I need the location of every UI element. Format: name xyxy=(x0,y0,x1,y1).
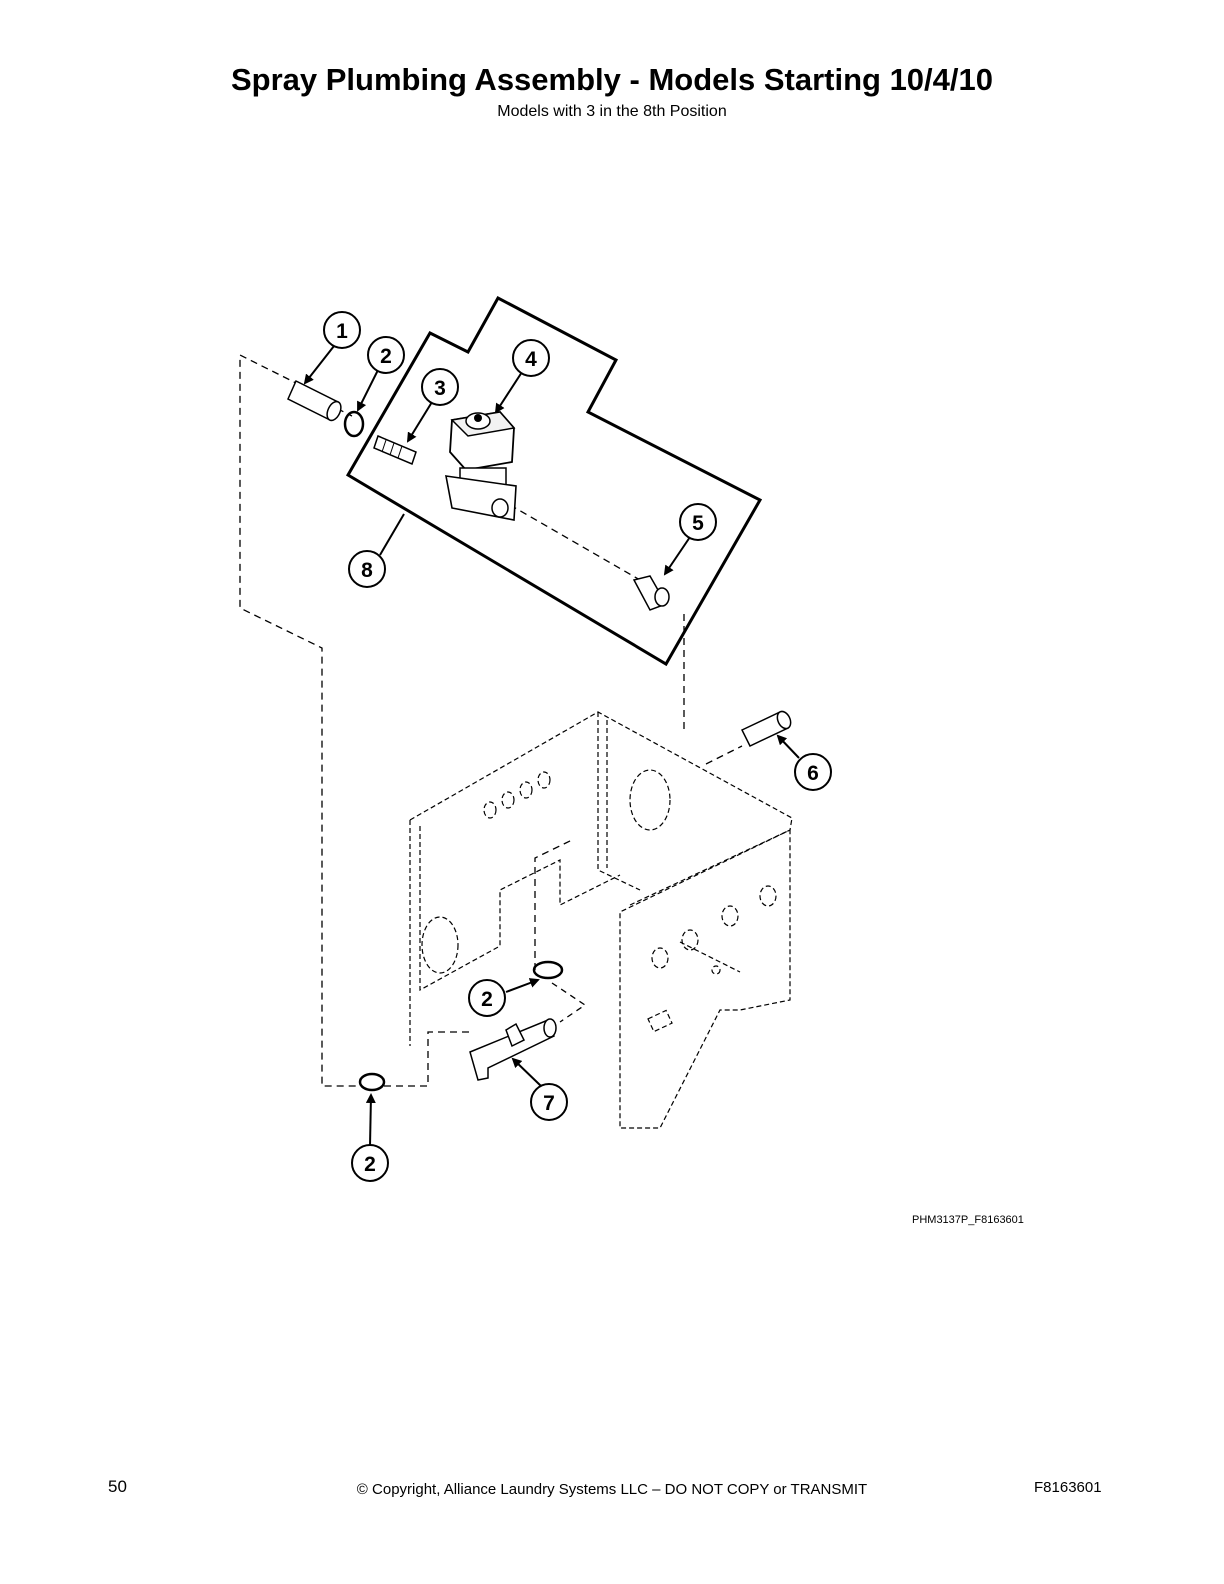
page-number: 50 xyxy=(108,1477,127,1496)
hose-clamp-part xyxy=(358,1072,386,1092)
svg-text:2: 2 xyxy=(364,1153,376,1176)
callout-2: 2 xyxy=(468,979,506,1017)
hose-route-bottom xyxy=(384,1031,470,1087)
mounting-bracket xyxy=(409,711,793,1129)
callout-5: 5 xyxy=(679,503,717,541)
callout-7: 7 xyxy=(530,1083,568,1121)
page-title: Spray Plumbing Assembly - Models Startin… xyxy=(230,62,993,97)
barb-fitting-part xyxy=(373,434,417,466)
figure-id: PHM3137P_F8163601 xyxy=(912,1214,1024,1226)
svg-text:8: 8 xyxy=(361,559,373,582)
flange-fitting-part xyxy=(632,575,670,611)
tee-fitting-part xyxy=(469,1018,557,1081)
page-subtitle: Models with 3 in the 8th Position xyxy=(497,103,727,120)
callout-1: 1 xyxy=(323,311,361,349)
hose-route-left xyxy=(239,353,360,1087)
svg-text:5: 5 xyxy=(692,512,704,535)
hose-route-center xyxy=(534,839,573,970)
svg-text:2: 2 xyxy=(380,345,392,368)
callout-2: 2 xyxy=(367,336,405,374)
hose-route-valve xyxy=(509,504,641,581)
callout-3: 3 xyxy=(421,368,459,406)
leader-lines xyxy=(303,345,800,1147)
solenoid-valve-part xyxy=(445,411,517,521)
callout-2: 2 xyxy=(351,1144,389,1182)
tube-part xyxy=(740,710,792,747)
svg-text:3: 3 xyxy=(434,377,446,400)
svg-text:7: 7 xyxy=(543,1092,555,1115)
hose-route-tube xyxy=(705,745,743,765)
svg-text:6: 6 xyxy=(807,762,819,785)
svg-text:4: 4 xyxy=(525,348,537,371)
hose-part xyxy=(287,379,342,422)
svg-text:1: 1 xyxy=(336,320,348,343)
svg-text:2: 2 xyxy=(481,988,493,1011)
document-code: F8163601 xyxy=(1034,1479,1102,1496)
hose-clamp-part xyxy=(343,410,365,438)
callout-8: 8 xyxy=(348,550,386,588)
callout-4: 4 xyxy=(512,339,550,377)
hose-clamp-part xyxy=(532,960,564,980)
subassembly-outline xyxy=(345,295,763,667)
copyright-notice: © Copyright, Alliance Laundry Systems LL… xyxy=(356,1481,868,1498)
callout-6: 6 xyxy=(794,753,832,791)
hose-route-elbow xyxy=(551,982,587,1023)
